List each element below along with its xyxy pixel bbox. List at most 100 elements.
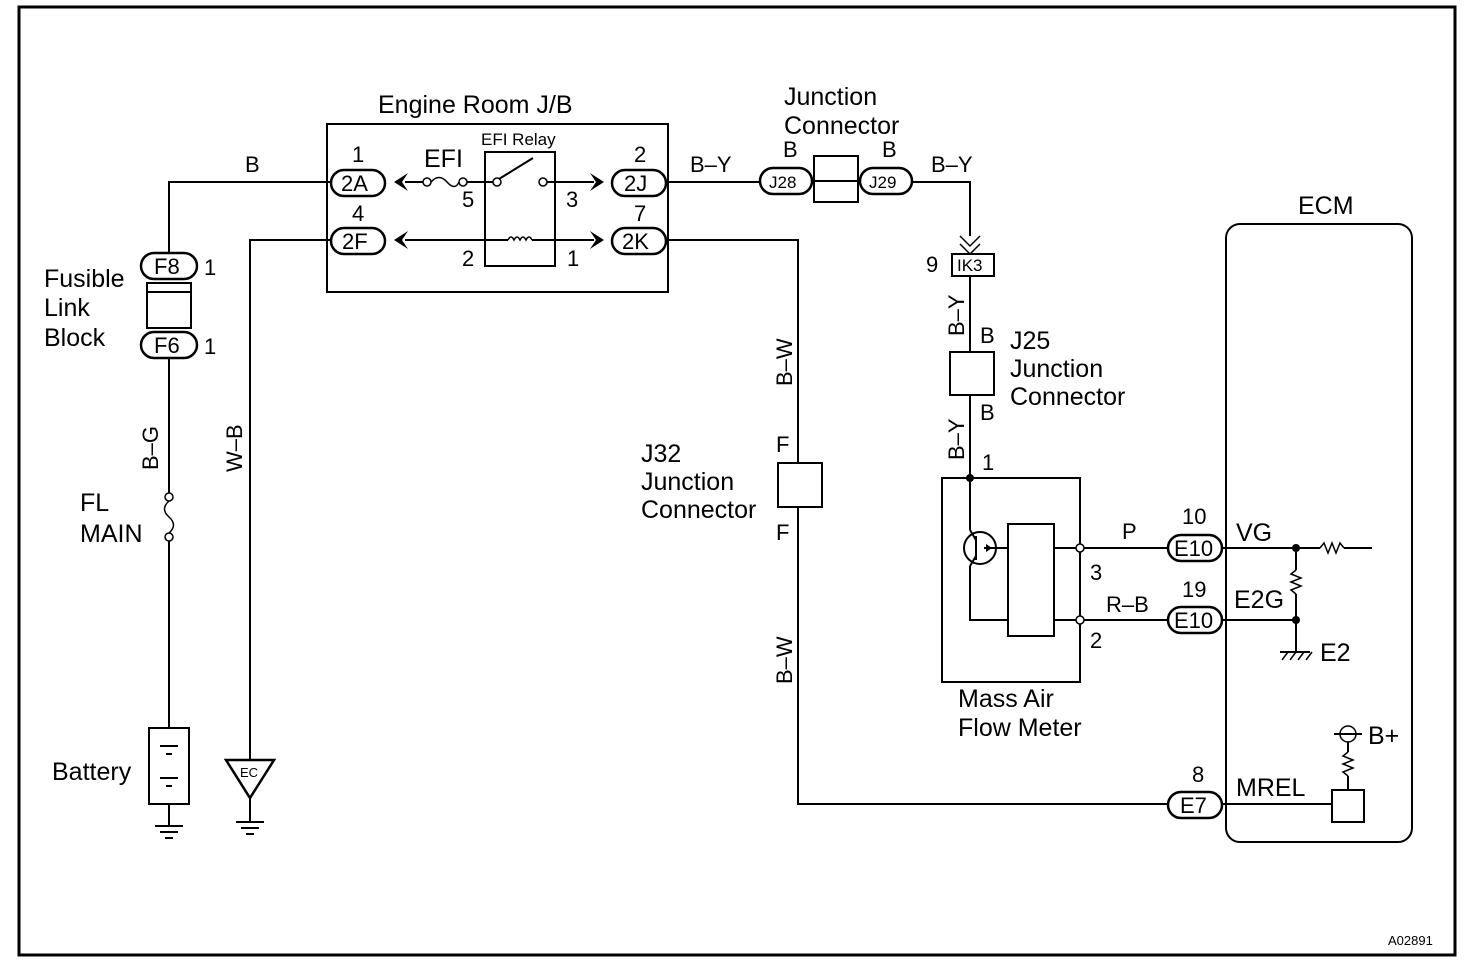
terminal-2j-chevron-icon	[590, 173, 604, 191]
engine-room-jb-label: Engine Room J/B	[378, 91, 573, 119]
mrel-driver-box	[1331, 789, 1365, 823]
ecm-e2g-label: E2G	[1234, 586, 1284, 614]
e2g-resistor-icon	[1288, 569, 1304, 595]
connector-f8	[139, 251, 199, 281]
relay-contact-3	[538, 177, 548, 187]
connector-f8-label: F8	[154, 254, 180, 279]
j32-junction-box	[777, 462, 823, 508]
connector-ik3-label: IK3	[957, 256, 983, 275]
connector-j28-label: J28	[769, 173, 796, 192]
wire-rb-label: R–B	[1106, 592, 1149, 617]
j32-pin-bottom: F	[776, 520, 789, 545]
wire-b-label: B	[245, 152, 260, 177]
connector-e10-vg-label: E10	[1174, 536, 1213, 561]
connector-2a-label: 2A	[341, 171, 368, 196]
j32-label-1: J32	[641, 440, 681, 468]
connector-2f-label: 2F	[342, 229, 368, 254]
fusible-link-label-3: Block	[44, 324, 106, 352]
fusible-link-label-1: Fusible	[44, 265, 125, 293]
connector-2j-label: 2J	[624, 171, 647, 196]
wire-wb	[249, 239, 331, 760]
relay-coil-icon	[507, 236, 533, 242]
connector-e7-label: E7	[1180, 793, 1207, 818]
j32-label-3: Connector	[641, 496, 756, 524]
battery-label: Battery	[52, 758, 132, 786]
ecm-mrel-label: MREL	[1236, 774, 1306, 802]
j25-label-3: Connector	[1010, 383, 1125, 411]
relay-switch-arm	[498, 157, 534, 180]
maf-pin-1: 1	[982, 450, 994, 475]
maf-sensor-element	[1007, 523, 1055, 637]
maf-pin-3: 3	[1090, 560, 1102, 585]
maf-terminal-3	[1075, 543, 1085, 553]
wire-by-j29	[912, 181, 971, 236]
efi-fuse-end-a	[422, 177, 432, 187]
j25-pin-bottom: B	[980, 400, 995, 425]
diagram-code: A02891	[1388, 933, 1433, 948]
junction-connector-label-2: Connector	[784, 112, 899, 140]
connector-2f-pin: 4	[352, 201, 364, 226]
wire-bg-label: B–G	[138, 426, 163, 470]
battery-icon	[148, 727, 190, 805]
ground-ec-icon: EC	[223, 758, 277, 835]
bplus-resistor-icon	[1340, 751, 1356, 777]
ecm-bplus-label: B+	[1368, 722, 1399, 750]
connector-2a-pin: 1	[352, 142, 364, 167]
fl-main-label-1: FL	[80, 489, 109, 517]
ecm-e2-label: E2	[1320, 639, 1351, 667]
connector-2k-pin: 7	[634, 201, 646, 226]
j32-label-2: Junction	[641, 468, 734, 496]
connector-2k-label: 2K	[622, 229, 649, 254]
diagram-frame	[17, 5, 1457, 957]
wire-b	[168, 181, 331, 252]
wire-bw-label-1: B–W	[772, 338, 797, 386]
wire-by-label-1: B–Y	[690, 152, 732, 177]
engine-room-jb: Engine Room J/B EFI Relay EFI 5 3 2 1	[326, 91, 669, 293]
wire-wb-label: W–B	[222, 424, 247, 472]
wire-by-label-3: B–Y	[944, 294, 969, 336]
ik3-chevron-icon	[959, 235, 981, 256]
connector-j28-pin: B	[783, 137, 798, 162]
j25-label-2: Junction	[1010, 355, 1103, 383]
maf-terminal-2	[1075, 615, 1085, 625]
connector-j29-label: J29	[869, 173, 896, 192]
terminal-2f-chevron-icon	[394, 231, 408, 249]
j25-pin-top: B	[980, 323, 995, 348]
relay-pin-5: 5	[462, 187, 474, 212]
connector-e10-vg-pin: 10	[1182, 504, 1206, 529]
wire-by-label-4: B–Y	[944, 418, 969, 460]
wire-by-label-2: B–Y	[931, 152, 973, 177]
maf-label-1: Mass Air	[958, 685, 1054, 713]
efi-fuse-end-b	[458, 177, 468, 187]
efi-fuse-label: EFI	[424, 145, 463, 173]
connector-j29-pin: B	[882, 137, 897, 162]
fl-main-end-a	[164, 492, 174, 502]
vg-resistor-icon	[1319, 540, 1345, 556]
ecm-ground-icon	[1280, 651, 1313, 661]
j25-junction-box	[949, 351, 995, 396]
connector-j28	[758, 166, 814, 196]
junction-connector-box	[813, 155, 859, 203]
relay-pin-2: 2	[462, 246, 474, 271]
connector-e7-pin: 8	[1192, 762, 1204, 787]
connector-ik3-pin: 9	[926, 252, 938, 277]
ecm-label: ECM	[1298, 192, 1354, 220]
fusible-link-label-2: Link	[44, 294, 90, 322]
connector-e10-e2g-pin: 19	[1182, 577, 1206, 602]
j25-label-1: J25	[1010, 327, 1050, 355]
connector-f6-pin: 1	[204, 334, 216, 359]
terminal-2a-chevron-icon	[394, 173, 408, 191]
fusible-link-block	[146, 282, 192, 329]
wire-p-label: P	[1122, 519, 1137, 544]
connector-2j-pin: 2	[634, 142, 646, 167]
wire-bw-label-2: B–W	[772, 636, 797, 684]
connector-f6-label: F6	[154, 333, 180, 358]
connector-e10-e2g-label: E10	[1174, 608, 1213, 633]
wire-bw-lower	[797, 507, 1168, 805]
efi-fuse-icon	[430, 176, 460, 188]
terminal-2k-chevron-icon	[590, 231, 604, 249]
battery-ground-icon	[155, 825, 183, 839]
connector-ik3	[951, 253, 995, 277]
fl-main-end-b	[164, 532, 174, 542]
fl-main-fuse-icon	[163, 500, 175, 534]
